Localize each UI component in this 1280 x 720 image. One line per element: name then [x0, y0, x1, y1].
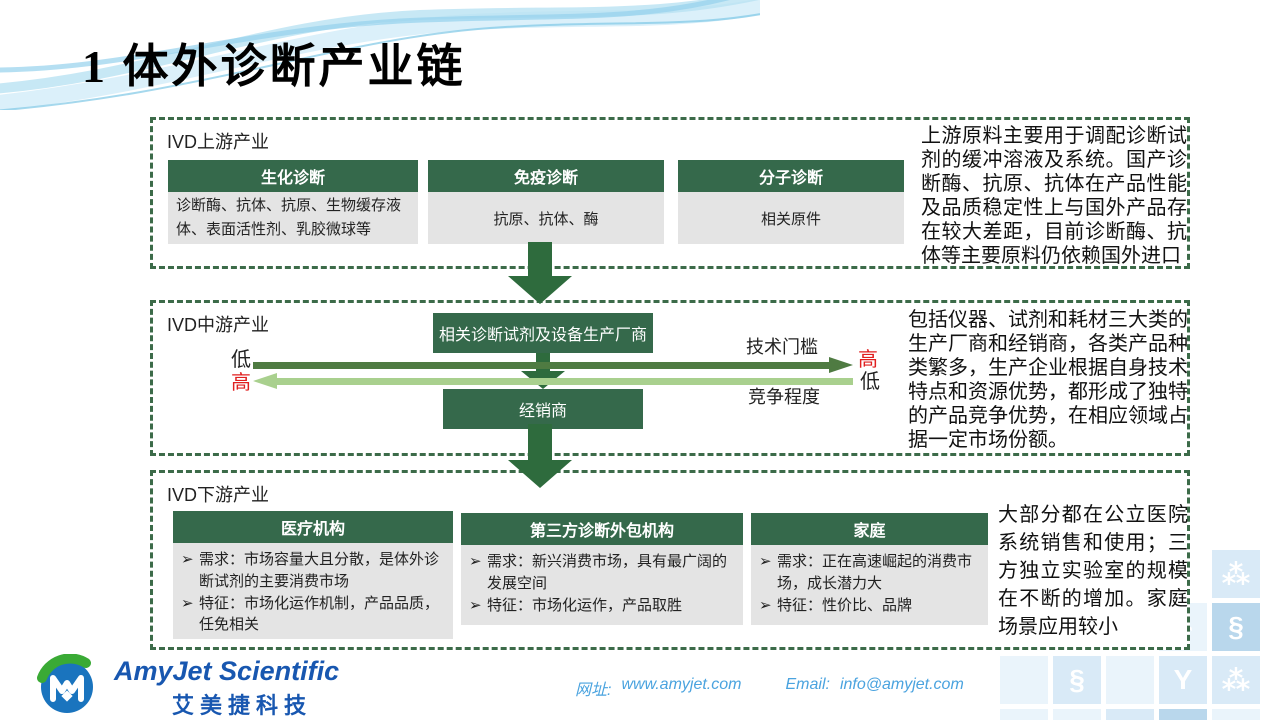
- downstream-col-medical-body: ➢ 需求：市场容量大且分散，是体外诊断试剂的主要消费市场 ➢ 特征：市场化运作机…: [173, 543, 453, 639]
- upstream-col-immuno-body: 抗原、抗体、酶: [428, 192, 664, 244]
- bullet-text: 需求：市场容量大且分散，是体外诊断试剂的主要消费市场: [199, 551, 440, 590]
- bullet-item: ➢ 特征：市场化运作机制，产品品质，任免相关: [181, 593, 445, 637]
- upstream-col-molecular-header: 分子诊断: [678, 160, 904, 192]
- arrow-bullet-icon: ➢: [181, 594, 194, 612]
- downstream-col-thirdparty-body: ➢ 需求：新兴消费市场，具有最广阔的发展空间 ➢ 特征：市场化运作，产品取胜: [461, 545, 743, 625]
- left-low-label: 低: [231, 349, 251, 371]
- bullet-text: 需求：新兴消费市场，具有最广阔的发展空间: [487, 553, 728, 592]
- downstream-col-medical-header: 医疗机构: [173, 511, 453, 543]
- footer-contact: 网址: www.amyjet.com Email: info@amyjet.co…: [575, 676, 964, 700]
- competition-label: 竞争程度: [748, 387, 820, 407]
- bullet-text: 特征：性价比、品牌: [777, 596, 913, 614]
- arrow-bullet-icon: ➢: [759, 596, 772, 614]
- molecule-tile-icon: ⁂: [1212, 656, 1260, 704]
- bullet-text: 需求：正在高速崛起的消费市场，成长潜力大: [777, 553, 973, 592]
- email-label: Email:: [785, 676, 830, 693]
- left-high-label: 高: [231, 372, 251, 394]
- downstream-col-home-body: ➢ 需求：正在高速崛起的消费市场，成长潜力大 ➢ 特征：性价比、品牌: [751, 545, 988, 625]
- left-arrow-icon: [253, 373, 853, 389]
- bullet-item: ➢ 需求：市场容量大且分散，是体外诊断试剂的主要消费市场: [181, 549, 445, 593]
- right-high-label: 高: [858, 349, 878, 371]
- blank-tile-icon: [1000, 656, 1048, 704]
- website-label: 网址:: [575, 682, 612, 699]
- brand-name-cn: 艾美捷科技: [172, 693, 313, 718]
- upstream-col-biochem-header: 生化诊断: [168, 160, 418, 192]
- producer-box: 相关诊断试剂及设备生产厂商: [433, 313, 653, 353]
- tech-threshold-label: 技术门槛: [746, 337, 818, 357]
- molecule-tile-icon: ⁂: [1212, 550, 1260, 598]
- mouse-tile-icon: ∽: [1000, 709, 1048, 720]
- upstream-label: IVD上游产业: [167, 132, 270, 152]
- molecule-tile-icon: ⁂: [1106, 709, 1154, 720]
- brand-name-en: AmyJet Scientific: [114, 656, 340, 686]
- midstream-label: IVD中游产业: [167, 315, 270, 335]
- down-arrow-icon: [508, 424, 572, 488]
- upstream-section: IVD上游产业 生化诊断 诊断酶、抗体、抗原、生物缓存液体、表面活性剂、乳胶微球…: [150, 117, 1190, 269]
- midstream-section: IVD中游产业 相关诊断试剂及设备生产厂商 低 高 技术门槛 竞争程度 高 低 …: [150, 300, 1190, 456]
- bullet-text: 特征：市场化运作，产品取胜: [487, 596, 683, 614]
- upstream-col-immuno-header: 免疫诊断: [428, 160, 664, 192]
- dna-tile-icon: §: [1053, 656, 1101, 704]
- wave-decoration: [0, 0, 760, 110]
- arrow-bullet-icon: ➢: [759, 553, 772, 570]
- antibody-tile-icon: Y: [1159, 709, 1207, 720]
- dna-tile-icon: §: [1212, 603, 1260, 651]
- email-address: info@amyjet.com: [839, 676, 964, 693]
- antibody-tile-icon: Y: [1159, 656, 1207, 704]
- website-url: www.amyjet.com: [621, 676, 742, 693]
- downstream-label: IVD下游产业: [167, 485, 270, 505]
- arrow-bullet-icon: ➢: [469, 596, 482, 614]
- blank-tile-icon: [1053, 709, 1101, 720]
- distributor-box: 经销商: [443, 389, 643, 429]
- downstream-note: 大部分都在公立医院系统销售和使用；三方独立实验室的规模在不断的增加。家庭场景应用…: [998, 504, 1188, 638]
- upstream-col-biochem-body: 诊断酶、抗体、抗原、生物缓存液体、表面活性剂、乳胶微球等: [168, 192, 418, 244]
- bullet-item: ➢ 特征：市场化运作，产品取胜: [469, 595, 735, 617]
- bullet-item: ➢ 特征：性价比、品牌: [759, 595, 980, 617]
- blank-tile-icon: [1106, 656, 1154, 704]
- upstream-note: 上游原料主要用于调配诊断试剂的缓冲溶液及系统。国产诊断酶、抗原、抗体在产品性能及…: [921, 125, 1187, 267]
- downstream-section: IVD下游产业 医疗机构 ➢ 需求：市场容量大且分散，是体外诊断试剂的主要消费市…: [150, 470, 1190, 650]
- midstream-note: 包括仪器、试剂和耗材三大类的生产厂商和经销商，各类产品种类繁多，生产企业根据自身…: [908, 309, 1188, 451]
- upstream-col-molecular-body: 相关原件: [678, 192, 904, 244]
- arrow-bullet-icon: ➢: [181, 551, 194, 568]
- bullet-item: ➢ 需求：新兴消费市场，具有最广阔的发展空间: [469, 551, 735, 595]
- downstream-col-thirdparty-header: 第三方诊断外包机构: [461, 513, 743, 545]
- bullet-item: ➢ 需求：正在高速崛起的消费市场，成长潜力大: [759, 551, 980, 595]
- arrow-bullet-icon: ➢: [469, 553, 482, 570]
- amyjet-logo-icon: [37, 654, 93, 713]
- downstream-col-home-header: 家庭: [751, 513, 988, 545]
- blank-tile-icon: [1212, 709, 1260, 720]
- page-title: 1 体外诊断产业链: [82, 41, 466, 92]
- right-arrow-icon: [253, 357, 853, 373]
- right-low-label: 低: [860, 371, 880, 393]
- bullet-text: 特征：市场化运作机制，产品品质，任免相关: [199, 594, 440, 634]
- down-arrow-icon: [508, 242, 572, 304]
